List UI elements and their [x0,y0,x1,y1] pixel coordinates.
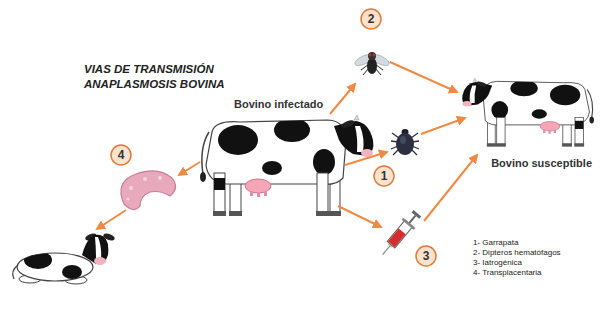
callout-circle: 1 [373,165,395,187]
animal-node: Bovino infectado [200,98,376,220]
calf-figure [13,265,18,279]
legend-text: 1- Garrapata [473,238,518,247]
calf-figure [13,232,116,284]
transmission-arrow [338,206,381,227]
callout-circle-shape [111,145,131,165]
placenta-icon [121,171,176,210]
transmission-arrow [421,118,465,134]
callout-circle-shape [374,166,394,186]
calf-figure [24,251,82,279]
susceptible-cow [462,78,594,147]
legend-text: 4- Transplacentaria [473,268,541,277]
diagram-title: VIAS DE TRANSMISIÓN ANAPLASMOSIS BOVINA [84,62,254,92]
legend-text: 3- Iatrogénica [473,258,522,267]
transmission-arrow [97,210,126,229]
node-label: 2 [368,13,375,25]
calf-figure [94,257,106,265]
transmission-arrow [390,62,457,92]
placenta-icon [143,177,147,181]
fly-icon [367,58,377,74]
syringe-icon [388,228,406,247]
calf-figure [82,235,108,264]
legend-row: 4- Transplacentaria [473,268,561,278]
transmission-arrow [345,152,387,165]
transmission-arrow [179,162,200,175]
infected-cow [200,115,373,216]
callout-circle-shape [361,9,381,29]
legend: 1- Garrapata2- Dipteros hematófagos3- Ia… [473,238,561,278]
placenta-icon [121,171,176,210]
node-label: 1 [381,170,388,182]
calf-figure [62,265,82,279]
calf-figure [24,251,52,269]
tick-icon [396,133,414,155]
fly-icon [369,54,372,57]
fly-icon [368,52,376,60]
animal-node: Bovino susceptible [462,78,594,170]
fly-icon [353,52,391,75]
tick-icon [391,129,419,155]
legend-row: 3- Iatrogénica [473,258,561,268]
callout-circle: 4 [110,144,132,166]
callout-circle: 3 [415,245,437,267]
callout-circle: 2 [360,8,382,30]
placenta-icon [158,176,162,180]
node-label: 3 [423,250,430,262]
placenta-icon [129,186,133,190]
legend-row: 1- Garrapata [473,238,561,248]
node-label: Bovino infectado [234,98,323,111]
transmission-arrow [424,155,477,221]
legend-row: 2- Dipteros hematófagos [473,248,561,258]
calf-figure [95,237,101,259]
legend-text: 2- Dipteros hematófagos [473,248,561,257]
node-label: Bovino susceptible [491,157,592,170]
syringe-icon [409,216,415,224]
transmission-arrow [330,84,355,114]
syringe-icon [402,218,416,230]
syringe-icon [412,210,422,219]
placenta-icon [126,197,129,200]
tick-icon [400,136,406,144]
callout-circle-shape [416,246,436,266]
node-label: 4 [118,149,125,161]
fly-icon [373,54,376,57]
